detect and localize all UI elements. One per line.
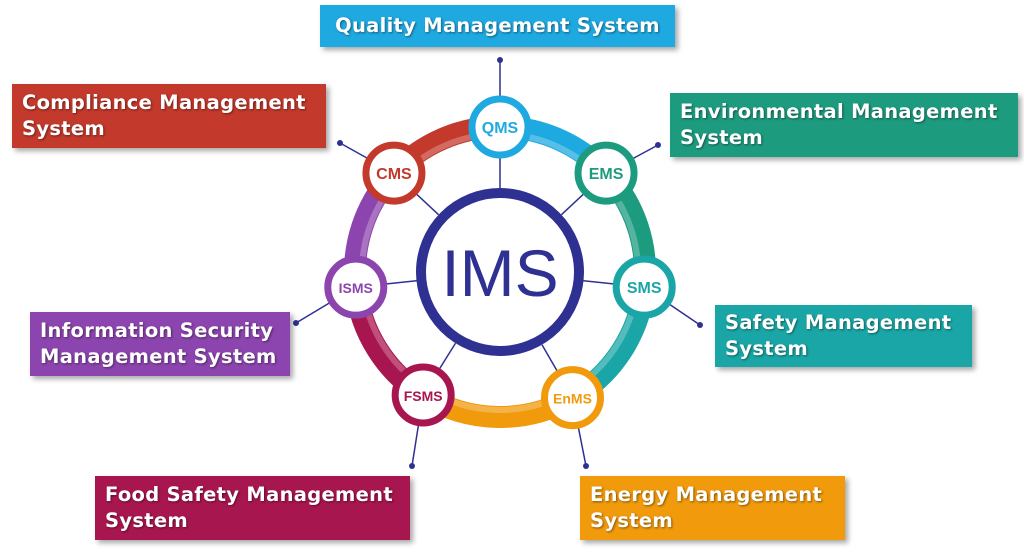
label-quality-management-system: Quality Management System (320, 5, 675, 47)
node-circle-fsms (391, 363, 455, 427)
node-circle-sms (612, 255, 676, 319)
pin-dot-isms (293, 320, 299, 326)
pin-dot-cms (337, 140, 343, 146)
node-circle-cms (362, 141, 426, 205)
node-circle-isms (324, 255, 388, 319)
label-information-security-management-system: Information Security Management System (30, 312, 290, 376)
center-hub-ring (416, 188, 584, 356)
label-environmental-management-system: Environmental Management System (670, 93, 1018, 157)
node-label-qms: QMS (482, 120, 519, 137)
node-circle-ems (574, 141, 638, 205)
node-label-enms: EnMS (553, 391, 592, 407)
center-hub-label: IMS (441, 236, 558, 310)
node-label-fsms: FSMS (404, 388, 443, 404)
node-circle-enms (541, 366, 604, 430)
pin-dot-fsms (409, 463, 415, 469)
pin-dot-sms (697, 322, 703, 328)
center-hub: IMS (416, 188, 584, 356)
pin-dot-qms (497, 57, 503, 63)
label-safety-management-system: Safety Management System (715, 305, 972, 367)
node-label-cms: CMS (376, 166, 412, 183)
node-label-isms: ISMS (339, 280, 373, 296)
pin-dot-ems (655, 142, 661, 148)
node-circle-qms (468, 95, 532, 159)
node-label-ems: EMS (589, 166, 624, 183)
pin-dot-enms (583, 463, 589, 469)
label-compliance-management-system: Compliance Management System (12, 84, 326, 148)
label-energy-management-system: Energy Management System (580, 476, 845, 540)
node-circles: QMS EMS SMS EnMS FSMS ISMS CMS (324, 95, 676, 430)
label-food-safety-management-system: Food Safety Management System (95, 476, 410, 540)
node-label-sms: SMS (627, 280, 662, 297)
